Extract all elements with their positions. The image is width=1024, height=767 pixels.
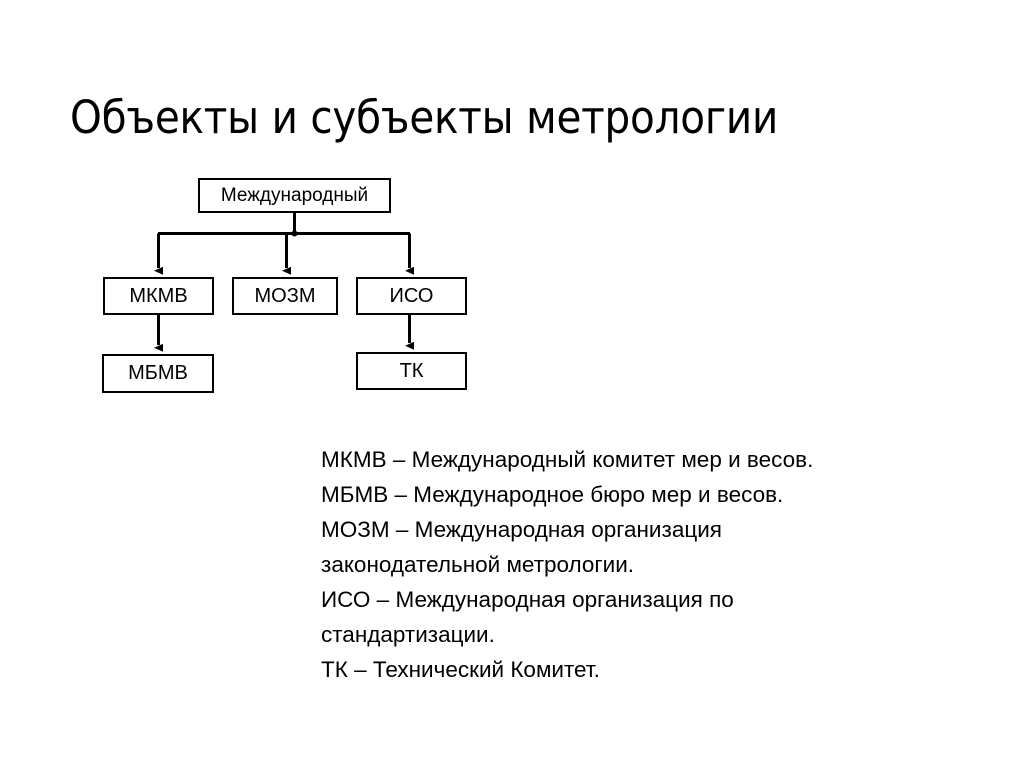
diagram-node-mbmv[interactable]: МБМВ bbox=[102, 354, 214, 393]
legend-line: стандартизации. bbox=[321, 622, 495, 647]
page-title: Объекты и субъекты метрологии bbox=[70, 91, 779, 145]
legend-line: ТК – Технический Комитет. bbox=[321, 657, 600, 682]
edge-junction-dot bbox=[291, 230, 298, 237]
legend-line: ИСО – Международная организация по bbox=[321, 587, 734, 612]
legend-line: МОЗМ – Международная организация bbox=[321, 517, 722, 542]
legend-line: МБМВ – Международное бюро мер и весов. bbox=[321, 482, 784, 507]
diagram-node-root[interactable]: Международный bbox=[198, 178, 391, 213]
diagram-node-tk[interactable]: ТК bbox=[356, 352, 467, 390]
legend-line: МКМВ – Международный комитет мер и весов… bbox=[321, 447, 814, 472]
diagram-node-iso[interactable]: ИСО bbox=[356, 277, 467, 315]
abbreviation-legend: МКМВ – Международный комитет мер и весов… bbox=[321, 442, 981, 687]
legend-line: законодательной метрологии. bbox=[321, 552, 635, 577]
diagram-node-mozm[interactable]: МОЗМ bbox=[232, 277, 338, 315]
diagram-node-mkmv[interactable]: МКМВ bbox=[103, 277, 214, 315]
